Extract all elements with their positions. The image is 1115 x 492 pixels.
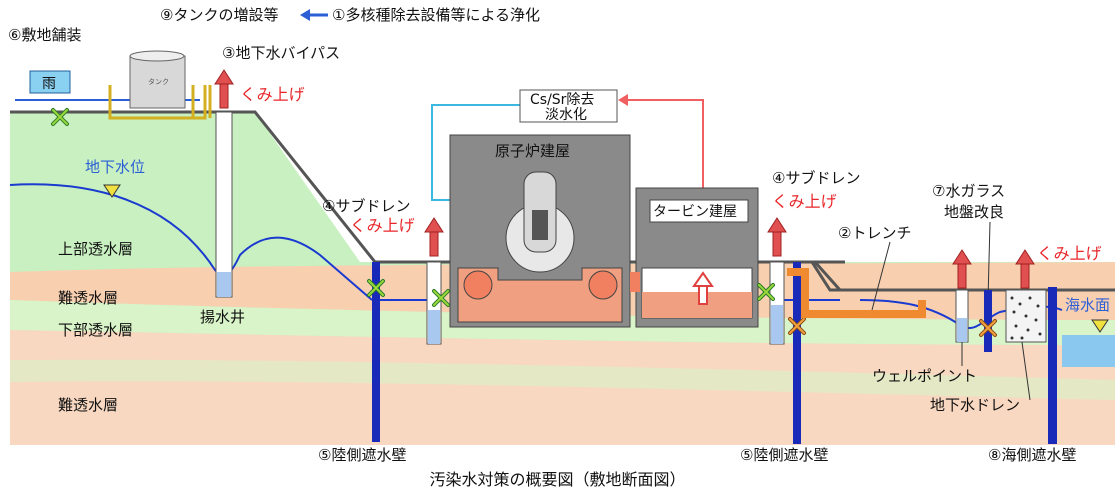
subdrain-right-pumpup: くみ上げ xyxy=(772,192,837,211)
land-wall-left-label: ⑤陸側遮水壁 xyxy=(318,446,406,464)
contaminated-water-reactor xyxy=(457,267,623,323)
pumping-well-water xyxy=(217,272,231,297)
bypass-pumpup-label: くみ上げ xyxy=(240,85,305,104)
subdrain-left-water xyxy=(428,310,440,344)
torus-right xyxy=(588,270,618,300)
turbine-arrow-up-icon xyxy=(692,271,714,305)
rain-box xyxy=(29,70,71,94)
impermeable-1-label: 難透水層 xyxy=(58,289,118,307)
ground-surface xyxy=(10,110,1115,292)
well-point-label: ウェルポイント xyxy=(872,367,977,385)
impermeable-layer-2 xyxy=(10,330,1115,445)
pipe-arrow-icon xyxy=(618,94,628,106)
bypass-arrow-up-icon xyxy=(214,69,234,109)
rain-label: 雨 xyxy=(42,76,56,92)
tank-add-label: ⑨タンクの増設等 xyxy=(160,6,278,24)
water-level-triangle-icon xyxy=(103,184,121,198)
groundwater-level-label: 地下水位 xyxy=(85,158,145,176)
sea-level-label: 海水面 xyxy=(1065,296,1110,314)
land-wall-right-label: ⑤陸側遮水壁 xyxy=(740,446,828,464)
ground-surface-right xyxy=(760,260,1115,292)
pumping-well xyxy=(215,111,233,298)
sea xyxy=(1062,335,1115,367)
land-wall-left xyxy=(372,262,380,442)
subdrain-right-arrow-up-icon xyxy=(767,217,787,257)
cs-sr-line2: 淡水化 xyxy=(545,107,587,123)
lower-green-band xyxy=(10,359,1115,400)
trench-pipe xyxy=(787,268,926,318)
contaminated-water-turbine-fill xyxy=(642,292,752,318)
subdrain-left-label: ④サブドレン xyxy=(322,197,410,215)
tank: タンク xyxy=(129,50,186,109)
sea-level-triangle-icon xyxy=(1091,319,1109,333)
water-glass-wall xyxy=(984,290,992,352)
diagram-caption: 汚染水対策の概要図（敷地断面図） xyxy=(429,470,686,489)
pumping-well-label: 揚水井 xyxy=(200,308,245,326)
pump-pipe xyxy=(191,85,212,118)
sea-wall-label: ⑧海側遮水壁 xyxy=(988,446,1076,464)
cs-sr-line1: Cs/Sr除去 xyxy=(530,92,594,108)
gw-drain-label: 地下水ドレン xyxy=(930,396,1020,414)
gw-drain-leader xyxy=(1021,341,1031,401)
subdrain-right-water xyxy=(771,305,783,344)
reactor-vessel xyxy=(505,171,575,273)
subdrain-left-pumpup: くみ上げ xyxy=(350,216,415,235)
gw-drain-gravel xyxy=(1010,296,1042,340)
turbine-label-box xyxy=(649,199,749,223)
bypass-label: ③地下水バイパス xyxy=(222,44,340,62)
svg-text:タンク: タンク xyxy=(148,77,169,86)
paving-label: ⑥敷地舗装 xyxy=(8,26,81,44)
trench-leader xyxy=(871,241,891,311)
upper-aquifer-label: 上部透水層 xyxy=(58,240,133,258)
cs-sr-box xyxy=(519,89,618,123)
water-glass-leader xyxy=(987,221,991,301)
building-link xyxy=(630,272,640,292)
trench-label: ②トレンチ xyxy=(838,224,911,242)
subdrain-left-arrow-up-icon xyxy=(424,217,444,257)
torus-left xyxy=(463,270,493,300)
right-pumpup-label: くみ上げ xyxy=(1037,244,1102,263)
subdrain-right-label: ④サブドレン xyxy=(772,169,860,187)
purification-label: ①多核種除去設備等による浄化 xyxy=(332,6,540,24)
pipe-to-cssr xyxy=(431,104,520,201)
water-glass-label: ⑦水ガラス xyxy=(932,182,1005,200)
well-point-water xyxy=(957,318,967,342)
reactor-building-label: 原子炉建屋 xyxy=(495,142,570,160)
impermeable-2-label: 難透水層 xyxy=(58,396,118,414)
ground-improve-label: 地盤改良 xyxy=(944,203,1004,221)
turbine-building-label: タービン建屋 xyxy=(653,204,737,220)
arrow-left-icon xyxy=(300,9,328,21)
lower-aquifer-label: 下部透水層 xyxy=(58,321,133,339)
tank-pipe xyxy=(108,85,207,120)
land-wall-right xyxy=(793,262,801,444)
sea-wall xyxy=(1048,287,1057,444)
